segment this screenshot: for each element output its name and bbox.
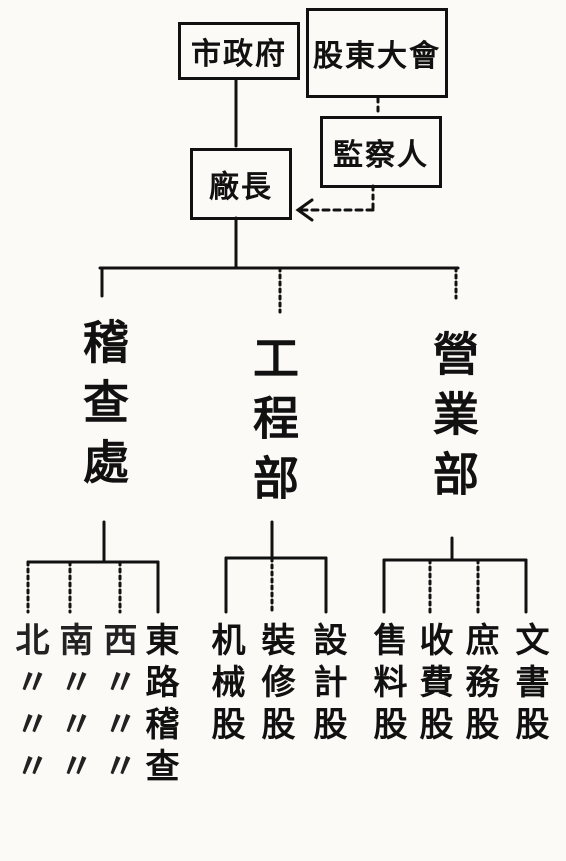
section-east-road-inspection: 東路稽查	[139, 622, 179, 790]
section-west-inspection: 西〃〃〃	[97, 622, 137, 790]
dept-inspection: 稽查處	[76, 318, 130, 498]
municipal-label: 市政府	[191, 37, 287, 72]
section-south-inspection: 南〃〃〃	[53, 622, 93, 790]
arrow-head	[295, 198, 314, 222]
shareholders-box: 股東大會	[306, 8, 448, 98]
section-design: 設計股	[307, 622, 347, 748]
section-general-affairs: 庶務股	[459, 622, 499, 748]
director-label: 廠長	[209, 170, 273, 205]
supervisor-label: 監察人	[333, 138, 429, 173]
section-material-sales: 售料股	[367, 622, 407, 748]
section-fee-collection: 收費股	[413, 622, 453, 748]
municipal-box: 市政府	[178, 22, 300, 80]
section-repair: 裝修股	[255, 622, 295, 748]
dept-business: 營業部	[426, 330, 480, 510]
supervisor-box: 監察人	[320, 116, 442, 188]
section-machinery: 机械股	[205, 622, 245, 748]
dept-engineering: 工程部	[246, 334, 300, 514]
section-documents: 文書股	[509, 622, 549, 748]
director-box: 廠長	[190, 148, 292, 220]
shareholders-label: 股東大會	[313, 39, 441, 74]
section-north-inspection: 北〃〃〃	[9, 622, 49, 790]
